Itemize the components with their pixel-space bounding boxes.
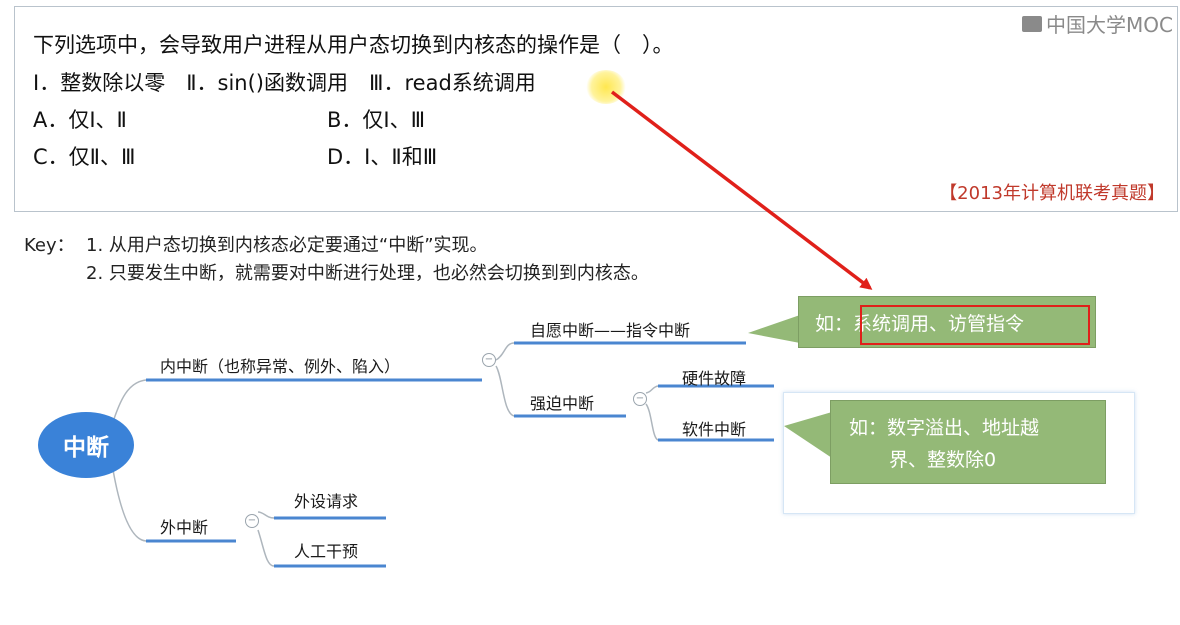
option-c: C．仅Ⅱ、Ⅲ	[33, 145, 136, 169]
watermark-text: 中国大学MOC	[1046, 13, 1173, 37]
key-line-1: 1. 从用户态切换到内核态必定要通过“中断”实现。	[86, 235, 488, 256]
node-peripheral-request[interactable]: 外设请求	[294, 492, 359, 511]
collapse-forced-toggle[interactable]: −	[633, 392, 647, 406]
mooc-logo-icon	[1022, 15, 1042, 32]
callout-voluntary-text: 如：系统调用、访管指令	[815, 313, 1025, 335]
callout-software-line-1: 如：数字溢出、地址越	[849, 417, 1040, 439]
collapse-external-toggle[interactable]: −	[245, 514, 259, 528]
question-stem: 下列选项中，会导致用户进程从用户态切换到内核态的操作是（ ）。	[33, 33, 674, 57]
key-line-2: 2. 只要发生中断，就需要对中断进行处理，也必然会切换到到内核态。	[86, 263, 649, 284]
node-external-interrupt[interactable]: 外中断	[160, 518, 209, 537]
option-b: B．仅Ⅰ、Ⅲ	[327, 108, 426, 132]
question-source: 【2013年计算机联考真题】	[939, 183, 1165, 204]
callout-voluntary: 如：系统调用、访管指令	[798, 296, 1096, 348]
question-items: Ⅰ．整数除以零 Ⅱ．sin()函数调用 Ⅲ．read系统调用	[33, 71, 536, 95]
callout-voluntary-pointer	[748, 315, 800, 343]
callout-software: 如：数字溢出、地址越 界、整数除0	[830, 400, 1106, 484]
callout-software-line-2: 界、整数除0	[889, 449, 997, 471]
node-software-interrupt[interactable]: 软件中断	[682, 420, 747, 439]
collapse-internal-toggle[interactable]: −	[482, 353, 496, 367]
option-a: A．仅Ⅰ、Ⅱ	[33, 108, 127, 132]
callout-voluntary-highlight-box	[860, 305, 1090, 345]
root-node-label: 中断	[63, 435, 109, 461]
node-hardware-fault[interactable]: 硬件故障	[682, 369, 747, 388]
callout-software-pointer	[784, 412, 832, 458]
node-manual-intervention[interactable]: 人工干预	[294, 542, 359, 561]
watermark: 中国大学MOC	[1022, 9, 1173, 38]
node-voluntary-interrupt[interactable]: 自愿中断——指令中断	[530, 321, 691, 340]
option-d: D．Ⅰ、Ⅱ和Ⅲ	[327, 145, 438, 169]
root-node[interactable]: 中断	[38, 412, 134, 478]
node-forced-interrupt[interactable]: 强迫中断	[530, 394, 595, 413]
question-box: 下列选项中，会导致用户进程从用户态切换到内核态的操作是（ ）。 Ⅰ．整数除以零 …	[14, 6, 1178, 212]
key-label: Key：	[24, 235, 75, 256]
node-internal-interrupt[interactable]: 内中断（也称异常、例外、陷入）	[160, 357, 401, 376]
